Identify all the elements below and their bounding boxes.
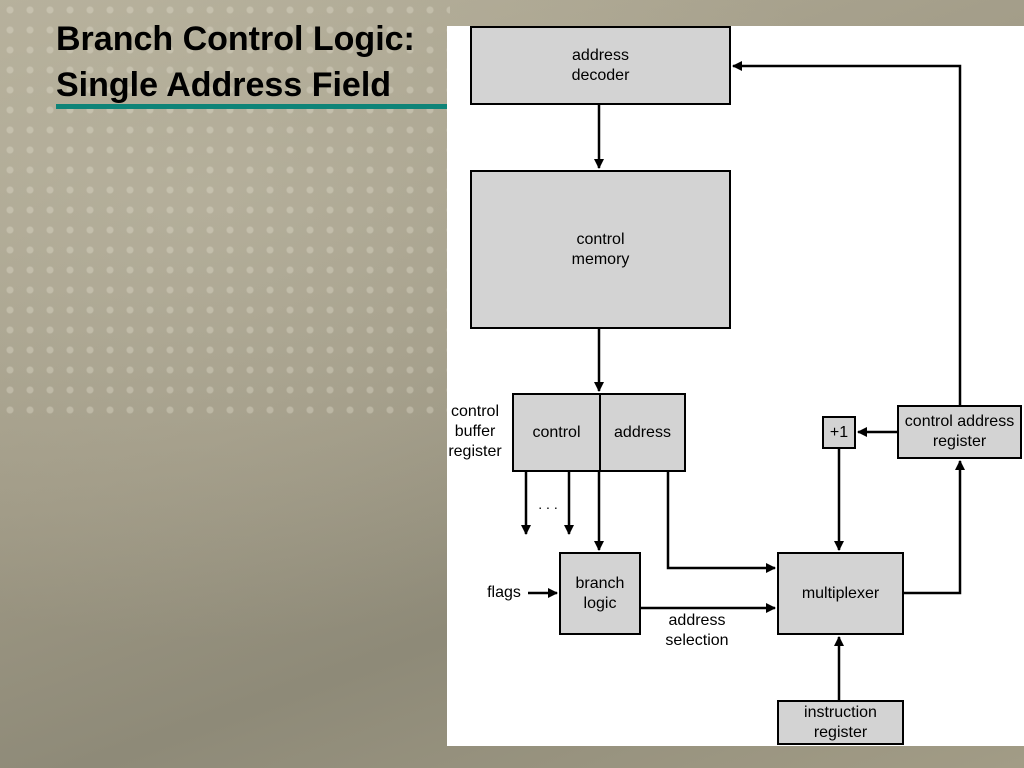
control-memory-box: control memory [470,170,731,329]
branch-logic-box: branch logic [559,552,641,635]
cbr-address-field: address [599,393,686,472]
control-buffer-register-label: control buffer register [448,403,502,460]
background-texture [0,0,450,420]
ellipsis-label: . . . [538,496,558,512]
address-decoder-box: address decoder [470,26,731,105]
slide-title: Branch Control Logic: Single Address Fie… [56,20,415,104]
cbr-control-field: control [512,393,601,472]
control-address-register-box: control address register [897,405,1022,459]
multiplexer-box: multiplexer [777,552,904,635]
plus-one-box: +1 [822,416,856,449]
instruction-register-box: instruction register [777,700,904,745]
address-selection-label: address selection [665,612,729,649]
flags-label: flags [487,584,521,601]
title-underline [56,104,448,109]
